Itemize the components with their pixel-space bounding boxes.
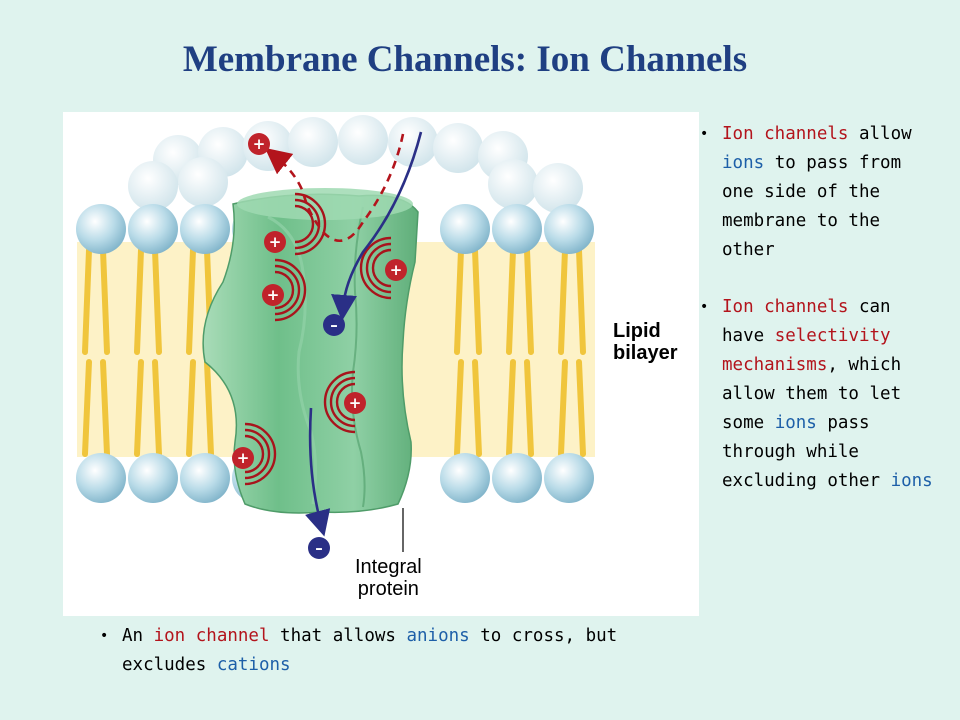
bullet-2-seg-6: ions xyxy=(890,471,933,491)
bullet-2-seg-1: can have xyxy=(722,297,891,346)
bullet-2-seg-0: Ion channels xyxy=(722,297,849,317)
slide-title: Membrane Channels: Ion Channels xyxy=(182,39,748,80)
bullet-1: Ion channels allow ions to pass from one… xyxy=(700,120,940,265)
bullet-2: Ion channels can have selectivity mechan… xyxy=(700,293,940,496)
anion-path-upper xyxy=(331,131,423,321)
back-lipid-heads xyxy=(128,115,583,213)
bullet-1-seg-3: to pass from one side of the membrane to… xyxy=(722,153,902,260)
bullet-2-seg-2: selectivity mechanisms xyxy=(722,326,891,375)
cation-ring-3: + xyxy=(385,259,407,281)
ions-layer: + + + + + + – xyxy=(232,133,407,559)
cation-ring-4: + xyxy=(344,392,366,414)
svg-text:+: + xyxy=(349,394,362,412)
svg-text:+: + xyxy=(267,286,280,304)
bullet-1-seg-1: allow xyxy=(848,124,912,144)
bullet-1-seg-0: Ion channels xyxy=(722,124,849,144)
side-bullet-list: Ion channels allow ions to pass from one… xyxy=(700,120,940,524)
protein-label-line1: Integral xyxy=(355,556,422,578)
bullet-1-seg-2: ions xyxy=(722,153,765,173)
cation-ring-5: + xyxy=(232,447,254,469)
svg-text:–: – xyxy=(330,316,338,334)
caption-seg-4: to cross, but excludes xyxy=(122,626,618,675)
bullet-2-seg-3: , which allow them to let some xyxy=(722,355,902,433)
svg-text:+: + xyxy=(253,135,266,153)
lipid-tails xyxy=(82,247,586,457)
svg-text:+: + xyxy=(269,233,282,251)
lipid-label-line2: bilayer xyxy=(613,342,678,364)
svg-text:–: – xyxy=(315,539,323,557)
anion-path-lower xyxy=(305,407,331,537)
membrane-diagram xyxy=(76,115,595,552)
svg-text:+: + xyxy=(237,449,250,467)
caption-seg-2: that allows xyxy=(269,626,407,646)
ion-channel-figure: + + + + + + – xyxy=(63,112,699,616)
caption-bullet: An ion channel that allows anions to cro… xyxy=(100,622,712,680)
cation-top: + xyxy=(248,133,270,155)
selectivity-rings xyxy=(244,192,392,486)
cation-ring-2: + xyxy=(262,284,284,306)
bullet-2-seg-5: pass through while excluding other xyxy=(722,413,891,491)
anion-bottom: – xyxy=(308,537,330,559)
caption-seg-1: ion channel xyxy=(153,626,270,646)
lipid-label-line1: Lipid xyxy=(613,320,661,342)
cation-ring-1: + xyxy=(264,231,286,253)
integral-protein-label: Integral protein xyxy=(355,556,422,600)
bullet-2-seg-4: ions xyxy=(774,413,817,433)
anion-middle: – xyxy=(323,314,345,336)
caption-seg-5: cations xyxy=(216,655,291,675)
caption-seg-3: anions xyxy=(406,626,470,646)
svg-text:+: + xyxy=(390,261,403,279)
cation-blocked-path xyxy=(264,133,405,243)
lipid-bilayer-label: Lipid bilayer xyxy=(613,320,677,364)
protein-label-line2: protein xyxy=(357,578,419,600)
caption-seg-0: An xyxy=(122,626,154,646)
